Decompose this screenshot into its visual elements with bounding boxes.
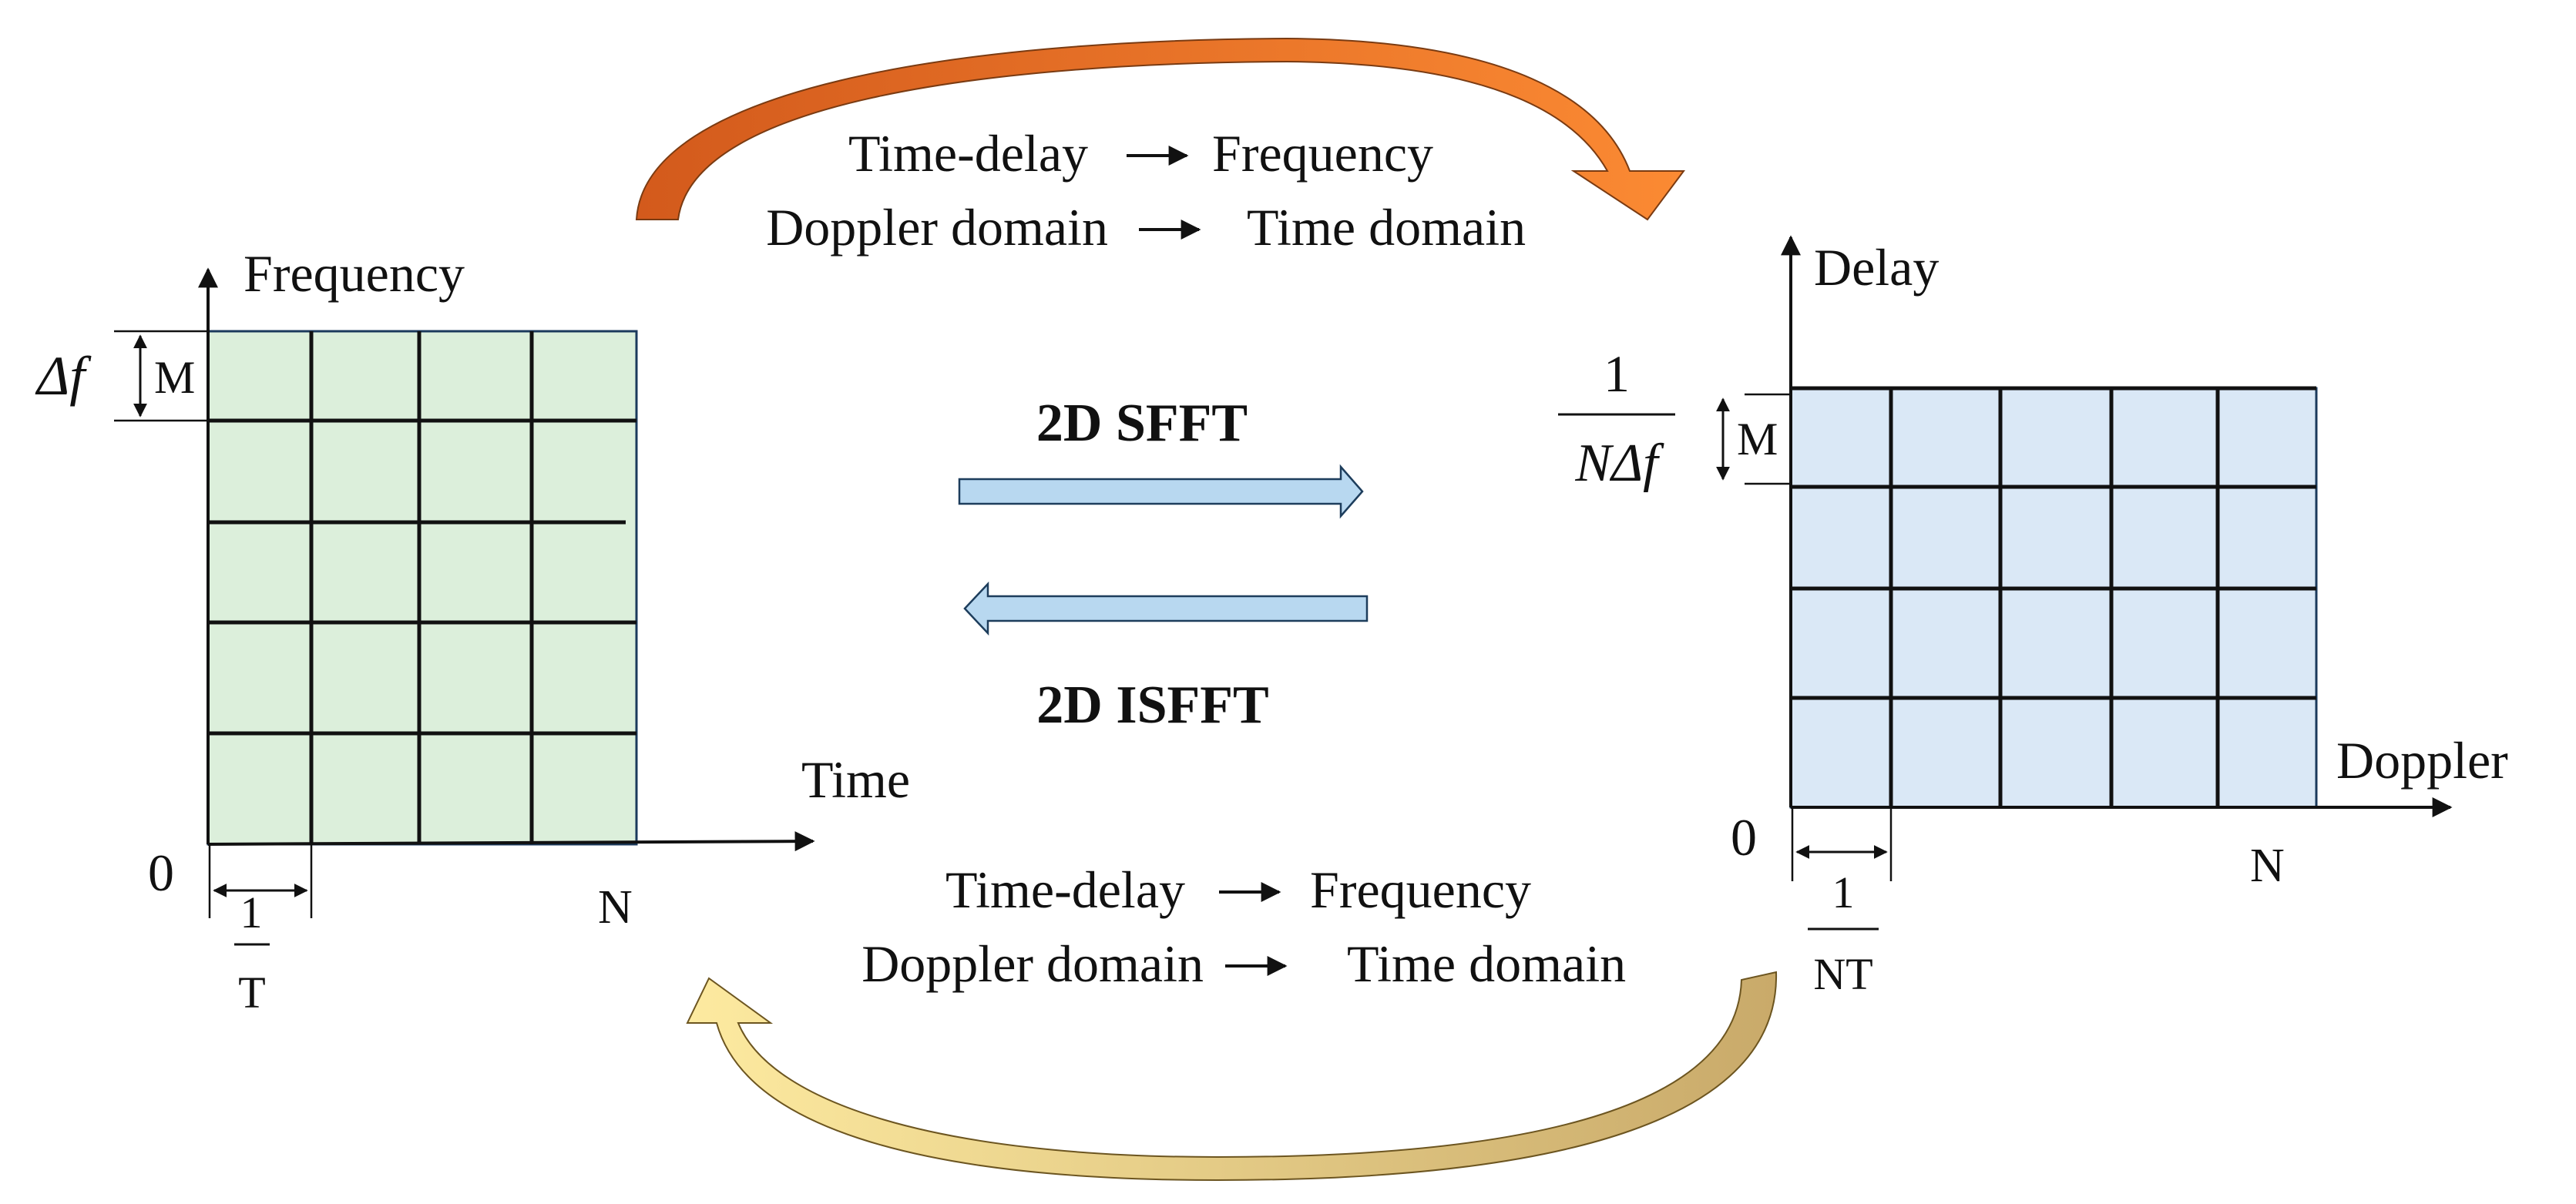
tf-cell-width-numerator: 1 [240,887,263,937]
transform-arrows: 2D SFFT 2D ISFFT [958,394,1369,735]
tf-cell-height-symbol: Δf [35,345,92,407]
bottom-caption-line2-left: Doppler domain [861,934,1204,993]
top-caption-line1-left: Time-delay [848,124,1088,183]
top-caption-line2-right: Time domain [1247,198,1526,257]
tf-x-axis-label: Time [801,750,910,809]
tf-cell-width-denominator: T [238,968,265,1018]
dd-cell-width-denominator: NT [1813,949,1872,999]
top-curved-arrow [635,37,1685,221]
dd-y-axis-label: Delay [1814,238,1939,297]
tf-y-axis-label: Frequency [243,244,465,303]
dd-cell-width-numerator: 1 [1832,867,1855,917]
tf-x-end-label: N [598,881,633,934]
tf-grid-lines [208,331,636,844]
dd-grid-lines [1791,386,2316,807]
tf-grid-background [207,330,638,846]
dd-origin-label: 0 [1731,808,1757,867]
dd-cell-height-count: M [1737,414,1778,464]
dd-cell-height-denominator: NΔf [1574,434,1664,493]
inverse-arrow [963,581,1369,636]
bottom-caption-line1-left: Time-delay [945,860,1185,919]
tf-cell-height-count: M [154,352,195,403]
bottom-caption: Time-delay Frequency Doppler domain Time… [861,860,1626,993]
top-caption-line2-left: Doppler domain [766,198,1108,257]
bottom-curved-arrow [686,971,1778,1182]
dd-x-end-label: N [2250,840,2285,892]
forward-transform-label: 2D SFFT [1036,394,1248,453]
inverse-transform-label: 2D ISFFT [1036,676,1268,735]
dd-x-axis-label: Doppler [2336,731,2508,790]
bottom-caption-line1-right: Frequency [1310,860,1531,919]
top-arrow-body [635,37,1685,221]
top-caption: Time-delay Frequency Doppler domain Time… [766,124,1526,257]
time-frequency-grid: Frequency Time 0 N Δf M 1 T [35,244,910,1018]
tf-x-axis [207,831,815,852]
bottom-arrow-body [686,971,1778,1182]
forward-arrow [958,464,1364,519]
dd-grid-background [1789,387,2318,809]
bottom-caption-line2-right: Time domain [1347,934,1626,993]
dd-cell-height-numerator: 1 [1604,344,1630,403]
delay-doppler-grid: Delay Doppler 0 N M 1 NΔf 1 NT [1558,235,2508,999]
tf-origin-label: 0 [148,843,174,902]
top-caption-line1-right: Frequency [1212,124,1433,183]
